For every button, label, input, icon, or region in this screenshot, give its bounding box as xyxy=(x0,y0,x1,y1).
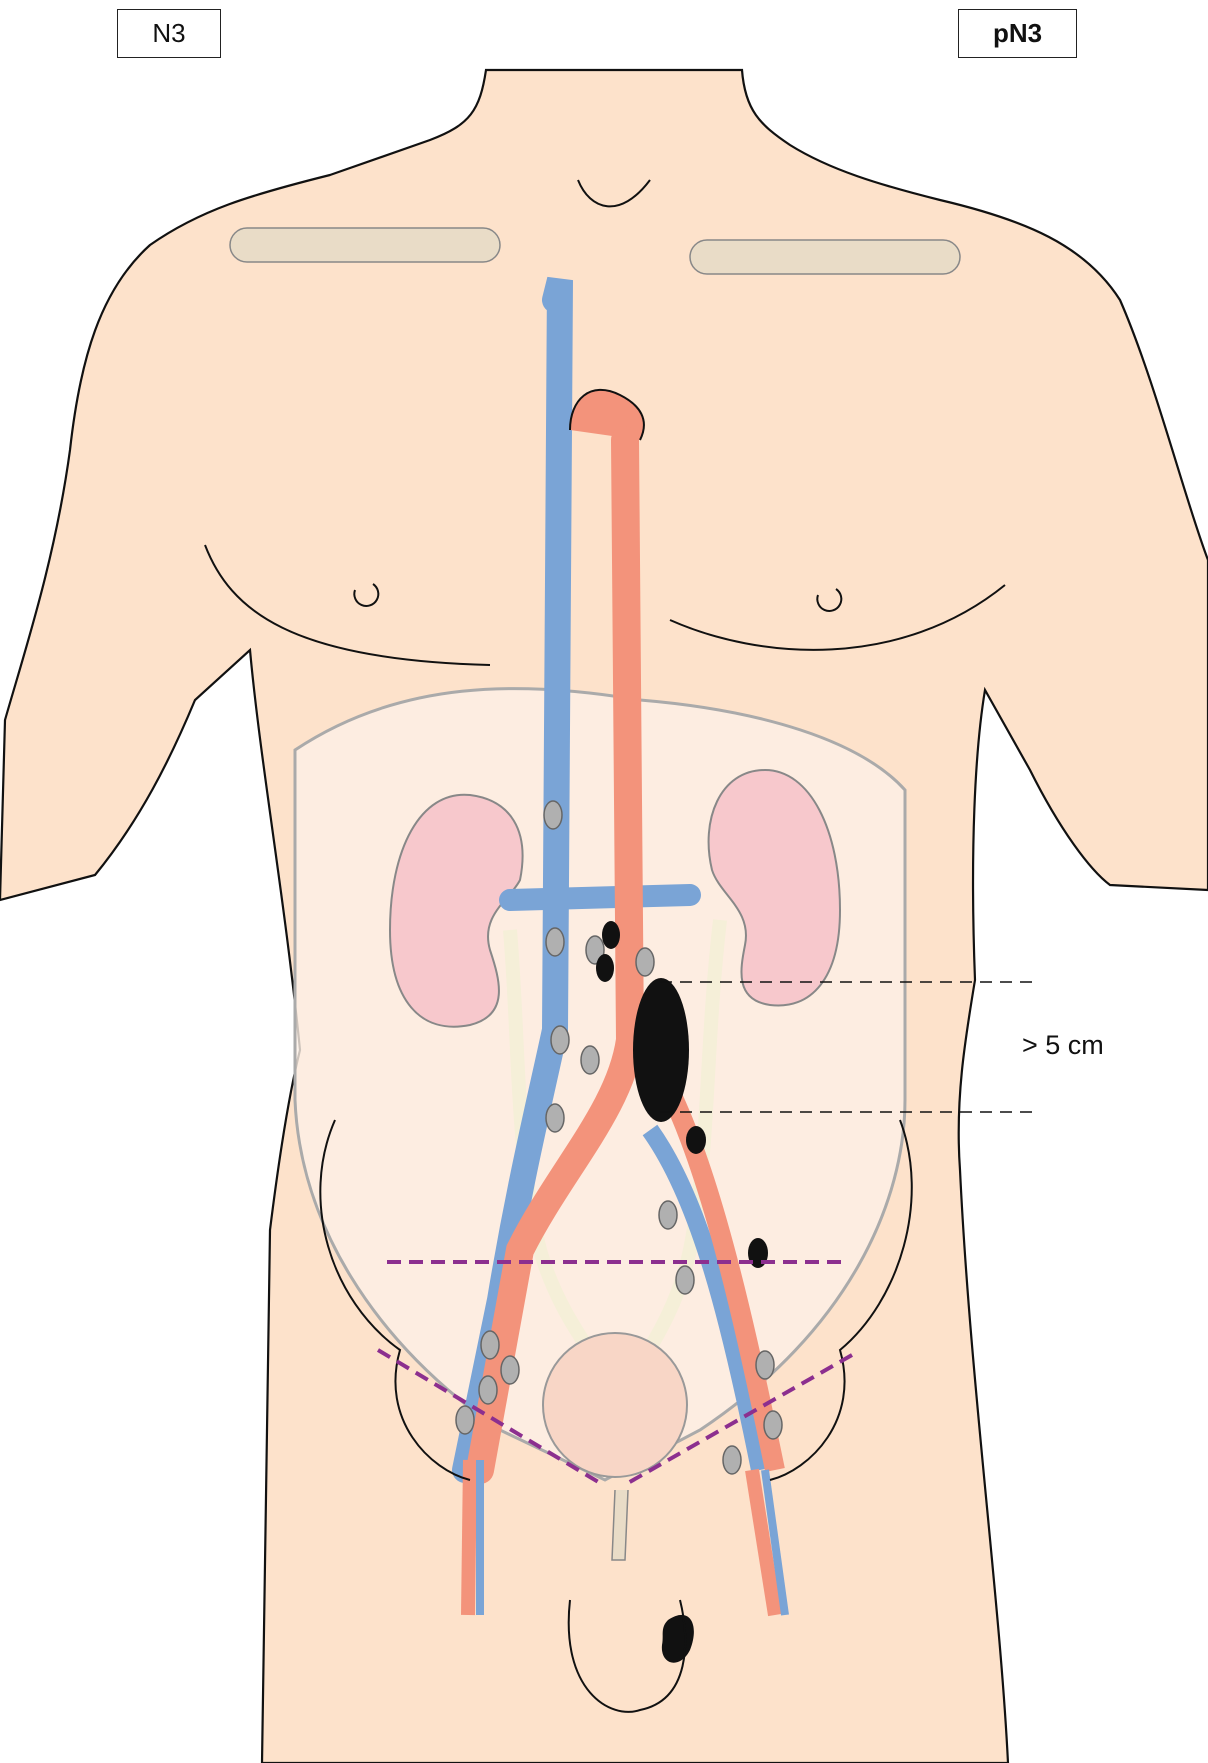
right-pectoral xyxy=(669,584,1006,651)
metastatic-lymph-nodes xyxy=(596,921,768,1663)
pelvis-right xyxy=(769,1119,913,1481)
lymph-node xyxy=(580,1045,600,1075)
lymph-node xyxy=(480,1330,500,1360)
bladder xyxy=(542,1332,688,1478)
metastatic-node xyxy=(596,954,614,982)
left-nipple xyxy=(353,583,380,607)
femoral-artery-left xyxy=(461,1459,477,1616)
left-pectoral xyxy=(204,544,491,666)
right-clavicle xyxy=(689,239,961,275)
scrotum xyxy=(567,1599,687,1713)
neck-notch xyxy=(577,179,651,208)
metastatic-node xyxy=(602,921,620,949)
right-kidney xyxy=(707,768,842,1007)
left-kidney xyxy=(388,793,524,1028)
lymph-node xyxy=(500,1355,520,1385)
renal-veins xyxy=(499,884,701,911)
large-metastatic-node xyxy=(633,978,689,1122)
left-clavicle xyxy=(229,227,501,263)
lymph-node xyxy=(550,1025,570,1055)
aorta xyxy=(466,426,645,1484)
lymph-node xyxy=(478,1375,498,1405)
pathologic-stage-label: pN3 xyxy=(958,9,1077,58)
pelvis-left xyxy=(319,1119,471,1481)
lymph-node xyxy=(722,1445,742,1475)
penis xyxy=(611,1489,629,1561)
lymph-node xyxy=(545,927,565,957)
lymph-node xyxy=(755,1350,775,1380)
lymph-node xyxy=(455,1405,475,1435)
femoral-artery-right xyxy=(745,1468,782,1617)
clinical-stage-label: N3 xyxy=(117,9,221,58)
metastatic-node xyxy=(686,1126,706,1154)
lymph-node xyxy=(545,1103,565,1133)
lymph-node xyxy=(658,1200,678,1230)
right-nipple xyxy=(816,588,843,612)
lymph-node xyxy=(675,1265,695,1295)
iliac-vein-right xyxy=(642,1124,769,1472)
femoral-vein-right xyxy=(761,1469,789,1616)
lymph-node xyxy=(635,947,655,977)
size-annotation: > 5 cm xyxy=(1022,1030,1104,1060)
normal-lymph-nodes xyxy=(455,800,783,1475)
lymph-node xyxy=(763,1410,783,1440)
lymph-node xyxy=(543,800,563,830)
